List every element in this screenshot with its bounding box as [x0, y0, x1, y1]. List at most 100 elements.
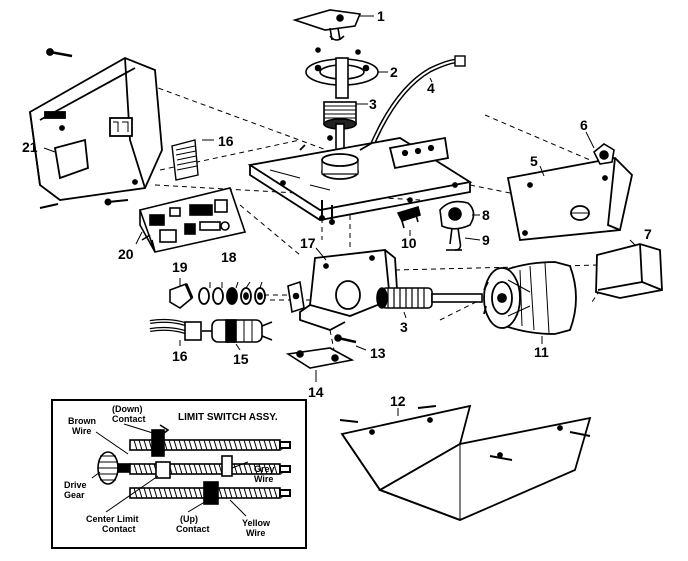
label-part-5: 5 — [530, 153, 538, 169]
limit-switch-bracket — [287, 280, 305, 314]
label-center-limit-2: Contact — [102, 524, 136, 534]
thread-mark — [143, 463, 148, 475]
thread-mark — [138, 463, 143, 475]
thread-mark — [238, 439, 243, 451]
thread-mark — [193, 487, 198, 499]
part-14-bracket — [285, 347, 355, 369]
label-part-13: 13 — [370, 345, 386, 361]
part-3-worm-gear — [376, 287, 483, 309]
thread-mark — [268, 487, 273, 499]
thread-mark — [258, 487, 263, 499]
part-1-bracket — [292, 9, 362, 41]
part-12-tray — [340, 404, 592, 521]
chassis-plate — [247, 135, 473, 221]
label-part-9: 9 — [482, 232, 490, 248]
label-part-21: 21 — [22, 139, 38, 155]
label-part-16-lower: 16 — [172, 348, 188, 364]
part-13-screw — [334, 334, 357, 344]
part-5-light-cover — [506, 157, 633, 241]
part-21-cover — [29, 48, 163, 201]
leader-lines — [43, 15, 637, 416]
label-drive-gear-1: Drive — [64, 480, 87, 490]
part-2-sprocket-plate — [305, 47, 379, 99]
part-19-knob — [169, 282, 194, 309]
label-brown-wire-1: Brown — [68, 416, 96, 426]
thread-mark — [173, 463, 178, 475]
thread-mark — [273, 487, 278, 499]
label-yellow-wire-1: Yellow — [242, 518, 271, 528]
thread-mark — [158, 487, 163, 499]
thread-mark — [228, 487, 233, 499]
thread-mark — [213, 439, 218, 451]
inset-contacts — [151, 424, 233, 505]
thread-mark — [258, 439, 263, 451]
thread-mark — [223, 487, 228, 499]
thread-mark — [138, 487, 143, 499]
label-down-contact-1: (Down) — [112, 404, 143, 414]
label-part-12: 12 — [390, 393, 406, 409]
thread-mark — [198, 439, 203, 451]
thread-mark — [138, 439, 143, 451]
thread-mark — [208, 439, 213, 451]
part-18-washers — [198, 287, 266, 305]
part-11-motor — [483, 261, 577, 335]
thread-mark — [168, 439, 173, 451]
inset-leader-lines — [91, 423, 249, 517]
thread-mark — [198, 463, 203, 475]
thread-mark — [173, 487, 178, 499]
thread-mark — [273, 439, 278, 451]
thread-mark — [228, 439, 233, 451]
thread-mark — [148, 487, 153, 499]
limit-switch-inset: LIMIT SWITCH ASSY. — [51, 399, 307, 549]
thread-mark — [163, 487, 168, 499]
label-part-11: 11 — [534, 344, 549, 360]
thread-mark — [188, 463, 193, 475]
label-part-7: 7 — [644, 226, 652, 242]
label-yellow-wire-2: Wire — [246, 528, 265, 538]
label-part-3-upper: 3 — [369, 96, 377, 112]
thread-mark — [133, 439, 138, 451]
part-number-labels: 1 2 3 4 5 6 7 8 9 10 3 11 12 13 14 15 16… — [22, 8, 652, 409]
label-part-3-lower: 3 — [400, 319, 408, 335]
part-20-circuit-board — [138, 187, 247, 253]
thread-mark — [248, 487, 253, 499]
thread-mark — [253, 487, 258, 499]
part-7-lens — [595, 243, 663, 299]
thread-mark — [203, 439, 208, 451]
part-16-power-cord — [149, 318, 202, 341]
label-part-17: 17 — [300, 235, 316, 251]
thread-mark — [183, 439, 188, 451]
label-part-10: 10 — [401, 235, 417, 251]
thread-mark — [183, 463, 188, 475]
label-down-contact-2: Contact — [112, 414, 146, 424]
thread-mark — [143, 439, 148, 451]
thread-mark — [243, 487, 248, 499]
cover-screws — [39, 198, 129, 209]
label-part-19: 19 — [172, 259, 188, 275]
thread-mark — [148, 463, 153, 475]
thread-mark — [153, 487, 158, 499]
thread-mark — [253, 463, 258, 475]
thread-mark — [178, 487, 183, 499]
label-part-15: 15 — [233, 351, 249, 367]
thread-mark — [173, 439, 178, 451]
label-part-2: 2 — [390, 64, 398, 80]
label-part-6: 6 — [580, 117, 588, 133]
label-part-20: 20 — [118, 246, 134, 262]
label-brown-wire-2: Wire — [72, 426, 91, 436]
thread-mark — [243, 439, 248, 451]
part-3-upper-gear — [323, 101, 357, 151]
label-part-1: 1 — [377, 8, 385, 24]
part-15-switch — [202, 319, 273, 343]
thread-mark — [238, 487, 243, 499]
thread-mark — [233, 463, 238, 475]
part-16-terminal-plate — [171, 139, 199, 181]
thread-mark — [273, 463, 278, 475]
chassis-screws — [319, 200, 335, 225]
part-10-clip — [396, 197, 421, 229]
thread-mark — [208, 463, 213, 475]
thread-mark — [263, 463, 268, 475]
inset-wire-ends — [279, 441, 291, 497]
